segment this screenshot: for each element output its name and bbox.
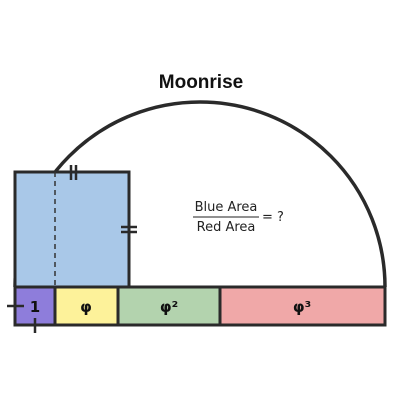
fraction-numerator: Blue Area — [195, 200, 258, 215]
right-edge-double-tick — [121, 225, 137, 234]
segment-1-label: 1 — [30, 298, 40, 316]
top-edge-double-tick — [69, 165, 78, 180]
segment-phi-squared-label: φ² — [160, 298, 178, 316]
blue-rectangle — [13, 170, 131, 289]
fraction-equals-question: = ? — [262, 210, 284, 225]
diagram-title: Moonrise — [159, 72, 243, 93]
segment-phi-cubed — [218, 285, 387, 327]
segment-phi-squared — [116, 285, 222, 327]
segment-1-tick-marks — [7, 304, 37, 333]
fraction-denominator: Red Area — [197, 220, 256, 235]
segment-phi-cubed-label: φ³ — [293, 298, 311, 316]
segment-phi-label: φ — [80, 298, 92, 316]
